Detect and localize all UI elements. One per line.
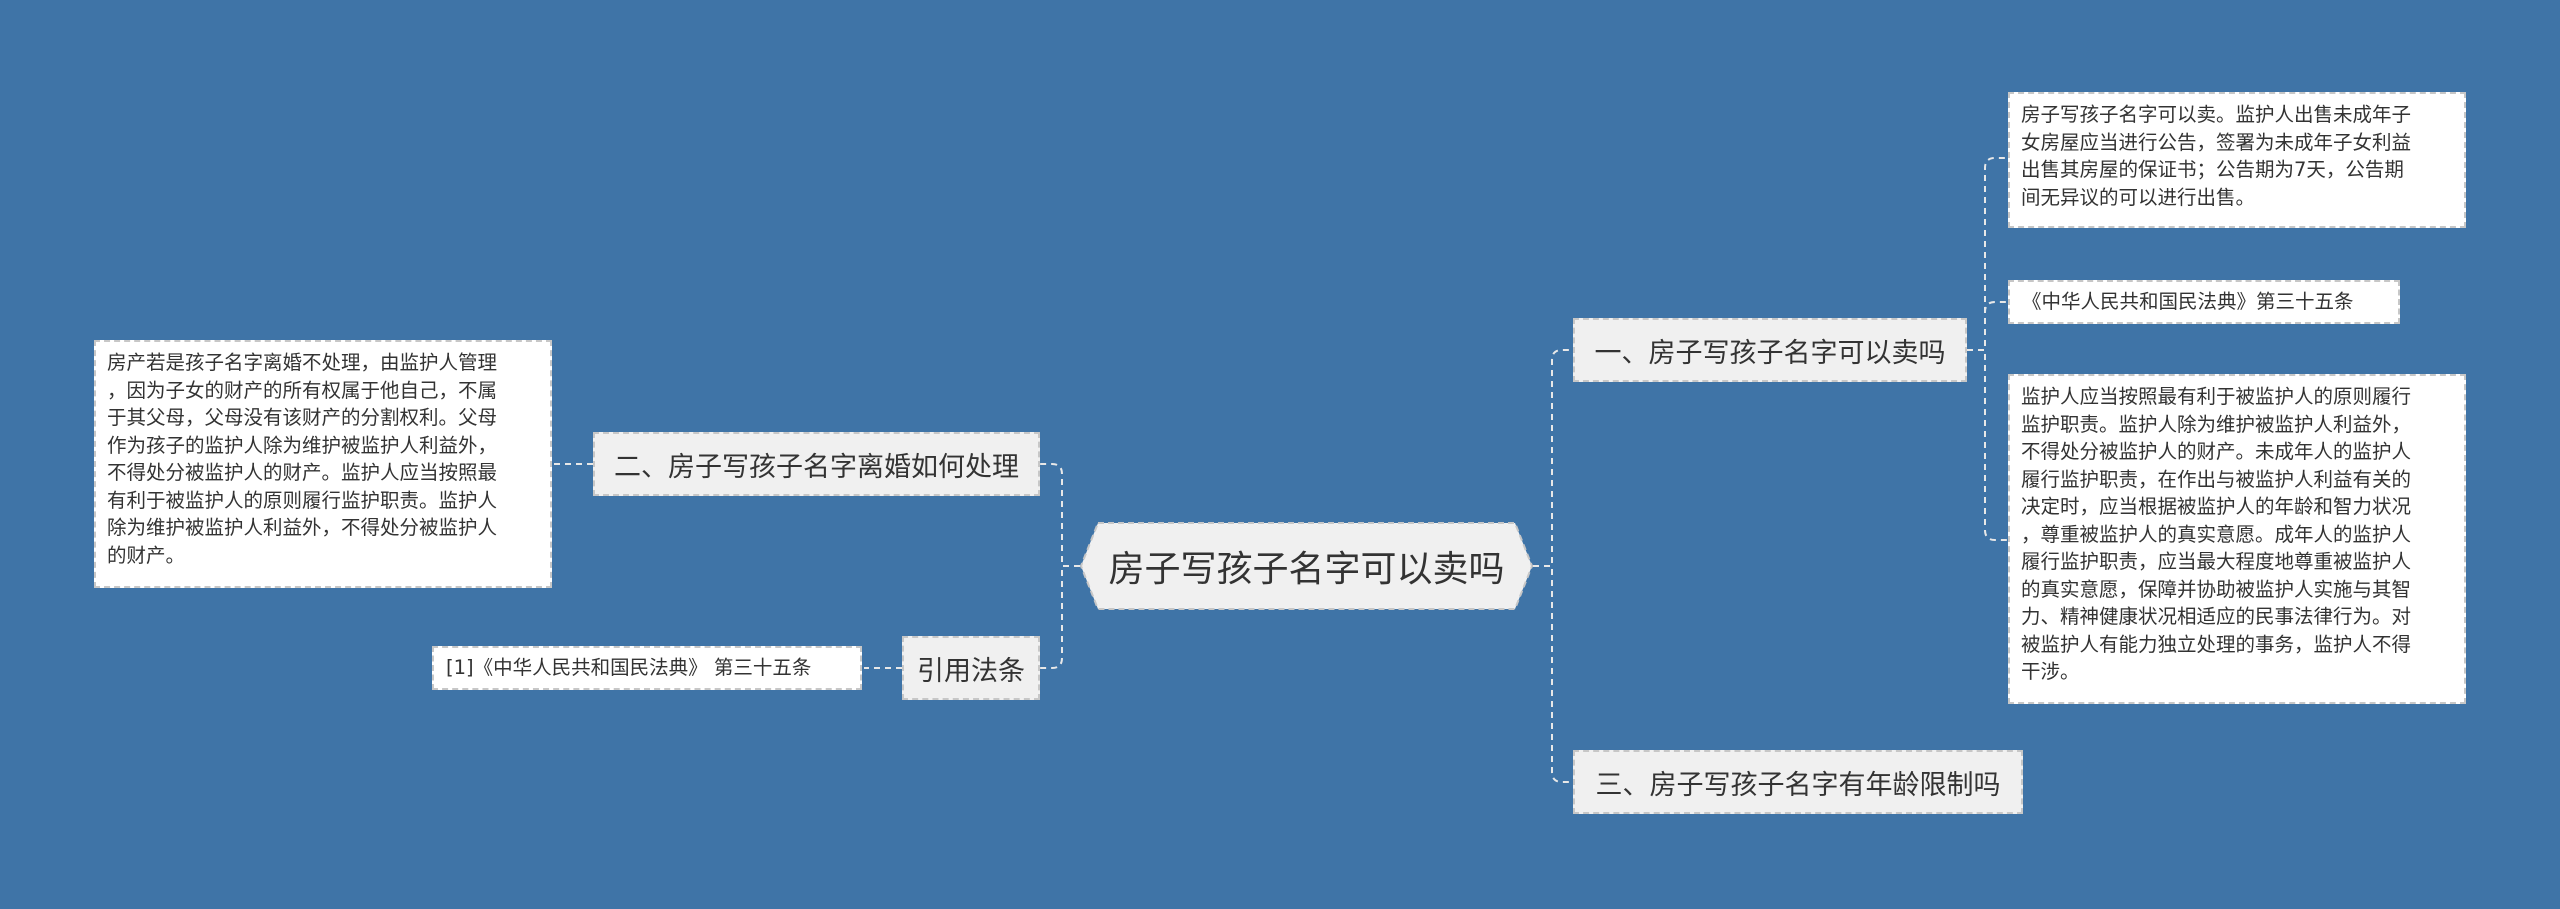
connector-b1-a xyxy=(1967,157,2008,351)
leaf-line: 间无异议的可以进行出售。 xyxy=(2021,185,2256,209)
leaf-line: 不得处分被监护人的财产。未成年人的监护人 xyxy=(2021,440,2412,463)
leaf-line: 决定时，应当根据被监护人的年龄和智力状况 xyxy=(2021,495,2412,518)
leaf-line: 女房屋应当进行公告，签署为未成年子女利益 xyxy=(2021,130,2412,154)
leaf-line: 干涉。 xyxy=(2021,660,2080,683)
central-topic-title: 房子写孩子名字可以卖吗 xyxy=(1108,549,1505,590)
leaf-sale-explanation: 房子写孩子名字可以卖。监护人出售未成年子 女房屋应当进行公告，签署为未成年子女利… xyxy=(2008,92,2466,228)
connector-center-b3 xyxy=(1533,565,1573,783)
connector-b1-c xyxy=(1967,349,2008,541)
leaf-line: 出售其房屋的保证书；公告期为7天，公告期 xyxy=(2021,158,2404,181)
leaf-line: ，因为子女的财产的所有权属于他自己，不属 xyxy=(107,378,498,402)
connector-center-b1 xyxy=(1533,349,1573,567)
connector-b1-b xyxy=(1967,301,2008,351)
branch-sellable[interactable]: 一、房子写孩子名字可以卖吗 xyxy=(1573,318,1967,382)
branch-age-limit[interactable]: 三、房子写孩子名字有年龄限制吗 xyxy=(1573,750,2023,814)
central-topic-shape xyxy=(1080,522,1533,610)
leaf-line: 不得处分被监护人的财产。监护人应当按照最 xyxy=(107,461,498,484)
leaf-line: 房产若是孩子名字离婚不处理，由监护人管理 xyxy=(107,351,498,374)
leaf-divorce-explanation: 房产若是孩子名字离婚不处理，由监护人管理 ，因为子女的财产的所有权属于他自己，不… xyxy=(94,340,552,588)
leaf-line: 监护人应当按照最有利于被监护人的原则履行 xyxy=(2021,385,2412,408)
leaf-line: 力、精神健康状况相适应的民事法律行为。对 xyxy=(2021,605,2412,628)
leaf-line: 除为维护被监护人利益外，不得处分被监护人 xyxy=(107,516,498,539)
branch-divorce-handling[interactable]: 二、房子写孩子名字离婚如何处理 xyxy=(593,432,1040,496)
leaf-line: 有利于被监护人的原则履行监护职责。监护人 xyxy=(107,488,498,512)
connector-center-b2 xyxy=(1040,463,1080,567)
central-topic[interactable]: 房子写孩子名字可以卖吗 xyxy=(1080,522,1533,610)
leaf-line: 的真实意愿，保障并协助被监护人实施与其智 xyxy=(2021,577,2412,601)
leaf-line: 的财产。 xyxy=(107,543,186,567)
leaf-line: 于其父母，父母没有该财产的分割权利。父母 xyxy=(107,406,498,429)
leaf-cited-article: [1]《中华人民共和国民法典》 第三十五条 xyxy=(432,646,862,690)
leaf-line: 房子写孩子名字可以卖。监护人出售未成年子 xyxy=(2021,103,2412,126)
leaf-line: ，尊重被监护人的真实意愿。成年人的监护人 xyxy=(2021,522,2412,546)
connector-center-b4 xyxy=(1040,565,1080,669)
leaf-line: 作为孩子的监护人除为维护被监护人利益外， xyxy=(107,433,498,457)
leaf-civil-code-article: 《中华人民共和国民法典》第三十五条 xyxy=(2008,280,2400,324)
leaf-line: 监护职责。监护人除为维护被监护人利益外， xyxy=(2021,412,2412,436)
leaf-guardian-duty: 监护人应当按照最有利于被监护人的原则履行 监护职责。监护人除为维护被监护人利益外… xyxy=(2008,374,2466,704)
leaf-line: 履行监护职责，应当最大程度地尊重被监护人 xyxy=(2021,550,2412,573)
leaf-line: 被监护人有能力独立处理的事务，监护人不得 xyxy=(2021,632,2412,656)
leaf-line: 履行监护职责，在作出与被监护人利益有关的 xyxy=(2021,467,2412,491)
branch-cited-law[interactable]: 引用法条 xyxy=(902,636,1040,700)
